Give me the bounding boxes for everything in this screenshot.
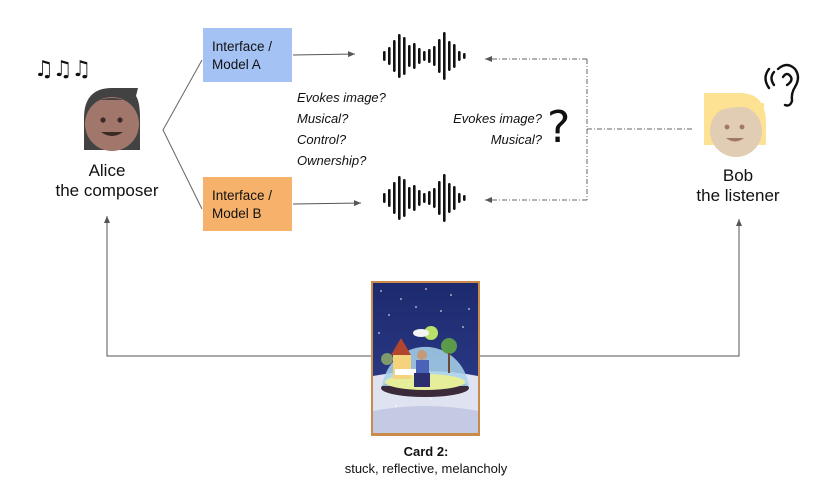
waveform-bar <box>418 190 421 206</box>
waveform-bar <box>393 40 396 72</box>
arrow-model-a-to-audio <box>292 51 356 58</box>
waveform-bar <box>398 176 401 220</box>
waveform-bar <box>453 186 456 210</box>
waveform-bar <box>383 193 386 203</box>
waveform-bar <box>398 34 401 78</box>
branch-line <box>162 59 203 210</box>
waveform-bar <box>383 51 386 61</box>
arrow-card-to-alice <box>104 216 371 357</box>
question-ownership: Ownership? <box>297 153 367 168</box>
waveform-bar <box>423 193 426 203</box>
model-b-label-line2: Model B <box>212 206 262 221</box>
waveform-bar <box>433 188 436 208</box>
question-musical: Musical? <box>490 132 542 147</box>
ear-listening-icon <box>764 63 800 107</box>
waveform-bar <box>423 51 426 61</box>
question-evokes-image: Evokes image? <box>297 90 386 105</box>
composer-label: Alice the composer <box>27 161 187 201</box>
question-mark-icon: ? <box>547 102 571 153</box>
composer-name: Alice <box>88 161 126 180</box>
waveform-bar <box>388 47 391 65</box>
listener-role: the listener <box>696 186 780 205</box>
composer-role: the composer <box>55 181 159 200</box>
waveform-bar <box>388 189 391 207</box>
listener-label: Bob the listener <box>658 166 818 206</box>
waveform-bar <box>433 46 436 66</box>
waveform-bar <box>448 41 451 71</box>
listener-questions: Evokes image? Musical? <box>430 108 542 150</box>
question-evokes-image: Evokes image? <box>453 111 542 126</box>
audio-waveform-icon <box>383 174 466 222</box>
waveform-bar <box>428 49 431 63</box>
listener-name: Bob <box>722 166 754 185</box>
waveform-bar <box>408 45 411 67</box>
waveform-bar <box>393 182 396 214</box>
waveform-bar <box>458 51 461 61</box>
waveform-bar <box>408 187 411 209</box>
model-b-box: Interface / Model B <box>203 177 292 231</box>
waveform-bar <box>443 174 446 222</box>
waveform-bar <box>443 32 446 80</box>
waveform-bar <box>413 43 416 69</box>
composer-questions: Evokes image? Musical? Control? Ownershi… <box>297 87 386 171</box>
model-a-label-line2: Model A <box>212 57 261 72</box>
arrow-card-to-bob <box>480 219 742 357</box>
waveform-bar <box>458 193 461 203</box>
audio-waveform-icon <box>383 32 466 80</box>
card-title: Card 2: <box>403 444 449 459</box>
alice-avatar <box>84 88 140 151</box>
model-a-label-line1: Interface / <box>212 39 273 54</box>
waveform-bar <box>463 195 466 201</box>
card-emotion-words: stuck, reflective, melancholy <box>344 461 508 476</box>
waveform-bar <box>428 191 431 205</box>
waveform-bar <box>403 37 406 75</box>
question-musical: Musical? <box>297 111 349 126</box>
model-a-box: Interface / Model A <box>203 28 292 82</box>
waveform-bar <box>418 48 421 64</box>
waveform-bar <box>438 181 441 215</box>
arrow-model-b-to-audio <box>292 200 362 207</box>
waveform-bar <box>453 44 456 68</box>
waveform-bar <box>413 185 416 211</box>
music-notes-icon: ♫♫♫ <box>34 57 91 82</box>
bob-avatar <box>704 93 766 157</box>
waveform-bar <box>438 39 441 73</box>
waveform-bar <box>448 183 451 213</box>
model-b-label-line1: Interface / <box>212 188 273 203</box>
question-control: Control? <box>297 132 347 147</box>
waveform-bar <box>463 53 466 59</box>
snow-globe-card-image <box>371 281 480 436</box>
waveform-bar <box>403 179 406 217</box>
